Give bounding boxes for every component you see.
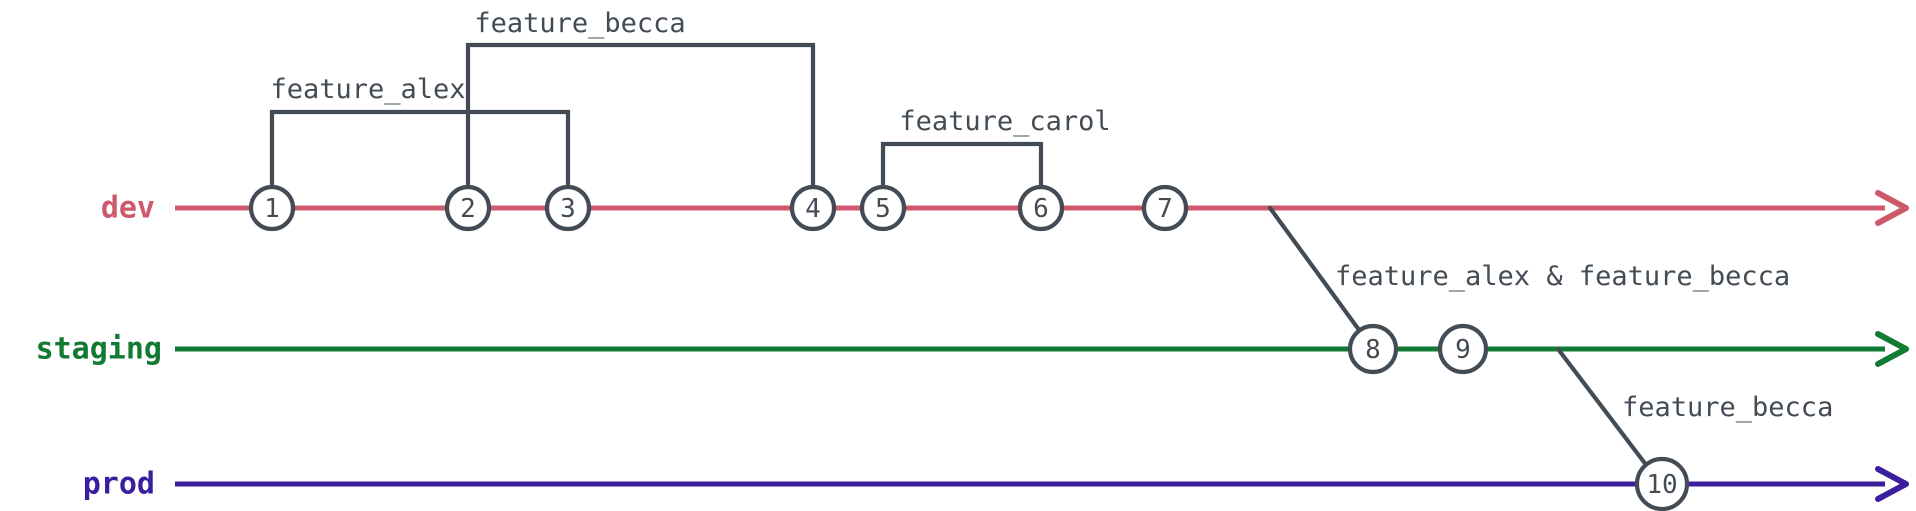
branch-track-staging[interactable]	[175, 331, 1909, 367]
branch-label-dev: dev	[101, 191, 155, 226]
commit-circle-2[interactable]	[444, 184, 492, 232]
branch-arrowhead-prod	[1875, 466, 1909, 502]
commit-number-6: 6	[1033, 194, 1049, 224]
commit-node-1[interactable]: 1	[248, 184, 296, 232]
feature-bracket-feature_becca[interactable]	[465, 42, 816, 208]
commit-circle-5[interactable]	[859, 184, 907, 232]
feature-label-feature_carol: feature_carol	[899, 106, 1110, 137]
branch-lines-group	[175, 190, 1909, 502]
merge-dev-to-staging[interactable]: feature_alex & feature_becca	[1267, 205, 1790, 337]
merge-line-staging-to-prod[interactable]	[1555, 346, 1653, 473]
merge-line-dev-to-staging[interactable]	[1267, 205, 1365, 337]
feature-label-feature_alex: feature_alex	[270, 74, 465, 105]
commit-circle-9[interactable]	[1437, 323, 1489, 375]
commit-number-2: 2	[460, 194, 476, 224]
merge-staging-to-prod[interactable]: feature_becca	[1555, 346, 1833, 473]
branch-arrowhead-staging	[1875, 331, 1909, 367]
commit-node-9[interactable]: 9	[1437, 323, 1489, 375]
commit-circle-1[interactable]	[248, 184, 296, 232]
merge-label-staging-to-prod: feature_becca	[1622, 392, 1833, 423]
commit-number-5: 5	[875, 194, 891, 224]
feature-bracket-feature_alex[interactable]	[269, 109, 571, 208]
commit-number-8: 8	[1365, 335, 1381, 365]
commit-circle-6[interactable]	[1017, 184, 1065, 232]
commit-node-4[interactable]: 4	[789, 184, 837, 232]
feature-bracket-feature_carol[interactable]	[880, 141, 1044, 208]
commit-number-4: 4	[805, 194, 821, 224]
commit-circle-7[interactable]	[1141, 184, 1189, 232]
commit-number-1: 1	[264, 194, 280, 224]
branch-name-labels-group: dev staging prod	[36, 191, 162, 502]
commit-number-9: 9	[1455, 335, 1471, 365]
branch-arrowhead-dev	[1875, 190, 1909, 226]
commit-circle-3[interactable]	[544, 184, 592, 232]
branch-label-staging: staging	[36, 332, 162, 367]
commit-circle-4[interactable]	[789, 184, 837, 232]
feature-branch-feature_carol[interactable]: feature_carol	[880, 106, 1111, 208]
feature-branch-feature_alex[interactable]: feature_alex	[269, 74, 571, 208]
commit-node-10[interactable]: 10	[1634, 456, 1690, 511]
merge-connectors-group: feature_alex & feature_becca feature_bec…	[1267, 205, 1833, 473]
commit-nodes-group: 1 2 3 4 5 6 7	[248, 184, 1690, 511]
commit-number-10: 10	[1646, 470, 1677, 500]
branch-track-prod[interactable]	[175, 466, 1909, 502]
commit-node-8[interactable]: 8	[1347, 323, 1399, 375]
commit-node-7[interactable]: 7	[1141, 184, 1189, 232]
merge-label-dev-to-staging: feature_alex & feature_becca	[1335, 261, 1790, 292]
feature-branches-group: feature_alex feature_becca feature_carol	[269, 8, 1111, 208]
feature-label-feature_becca: feature_becca	[474, 8, 685, 39]
branch-label-prod: prod	[83, 467, 155, 502]
commit-circle-8[interactable]	[1347, 323, 1399, 375]
commit-node-5[interactable]: 5	[859, 184, 907, 232]
feature-branch-feature_becca[interactable]: feature_becca	[465, 8, 816, 208]
commit-node-2[interactable]: 2	[444, 184, 492, 232]
commit-number-3: 3	[560, 194, 576, 224]
commit-node-6[interactable]: 6	[1017, 184, 1065, 232]
commit-node-3[interactable]: 3	[544, 184, 592, 232]
commit-number-7: 7	[1157, 194, 1173, 224]
commit-circle-10[interactable]	[1634, 456, 1690, 511]
